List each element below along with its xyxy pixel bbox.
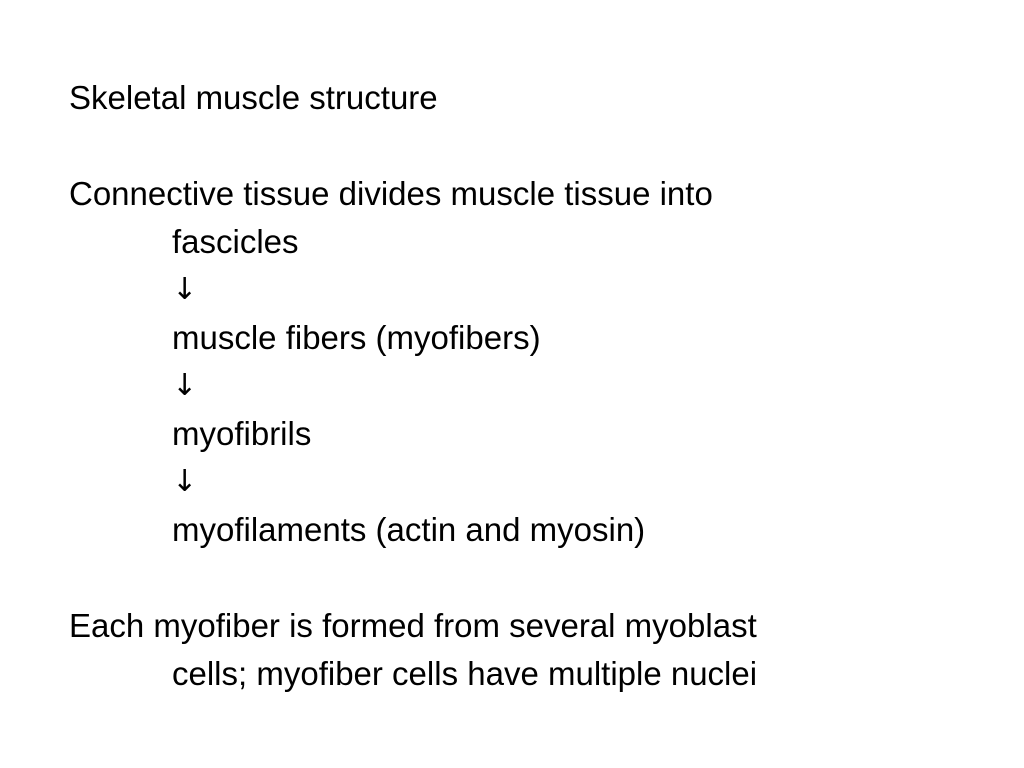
down-arrow-icon: ↓ [172, 272, 198, 307]
blank-line [69, 554, 969, 602]
slide-title: Skeletal muscle structure [69, 79, 438, 116]
blank-line [69, 122, 969, 170]
slide-content: Skeletal muscle structure Connective tis… [69, 74, 969, 698]
hierarchy-item-myofibrils: myofibrils [172, 415, 312, 452]
down-arrow-icon: ↓ [172, 464, 198, 499]
paragraph-1-intro: Connective tissue divides muscle tissue … [69, 175, 713, 212]
paragraph-2-line-1: Each myofiber is formed from several myo… [69, 607, 757, 644]
hierarchy-item-muscle-fibers: muscle fibers (myofibers) [172, 319, 541, 356]
hierarchy-item-myofilaments: myofilaments (actin and myosin) [172, 511, 646, 548]
paragraph-2-line-2: cells; myofiber cells have multiple nucl… [172, 655, 758, 692]
down-arrow-icon: ↓ [172, 368, 198, 403]
hierarchy-item-fascicles: fascicles [172, 223, 299, 260]
